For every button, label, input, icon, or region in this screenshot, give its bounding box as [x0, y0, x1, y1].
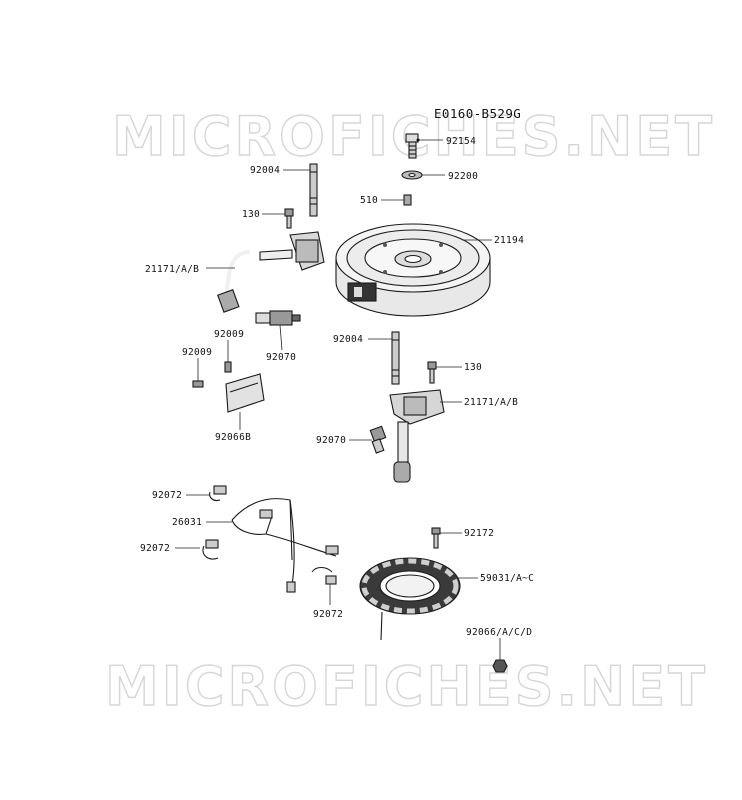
cover-screw-b[interactable]: [192, 380, 204, 388]
label-130-left: 130: [242, 209, 260, 220]
label-59031: 59031/A~C: [480, 573, 534, 584]
ignition-coil-stud-right[interactable]: [391, 331, 400, 385]
flywheel-washer[interactable]: [401, 170, 423, 180]
label-21171-right: 21171/A/B: [464, 397, 518, 408]
label-92066-acd: 92066/A/C/D: [466, 627, 532, 638]
label-92072-a: 92072: [152, 490, 182, 501]
label-92072-c: 92072: [313, 609, 343, 620]
diagram-reference-code: E0160-B529G: [434, 106, 521, 121]
label-21194: 21194: [494, 235, 524, 246]
label-21171-left: 21171/A/B: [145, 264, 199, 275]
label-92004-mid: 92004: [333, 334, 363, 345]
spark-plug-left[interactable]: [255, 310, 301, 326]
cover-screw-a[interactable]: [224, 361, 232, 373]
label-92072-b: 92072: [140, 543, 170, 554]
label-92070-right: 92070: [316, 435, 346, 446]
wire-clamp-a[interactable]: [209, 485, 227, 502]
stator[interactable]: [359, 557, 461, 641]
label-26031: 26031: [172, 517, 202, 528]
stator-nut[interactable]: [492, 659, 508, 673]
flywheel-bolt[interactable]: [405, 133, 419, 159]
label-510: 510: [360, 195, 378, 206]
label-92009-b: 92009: [182, 347, 212, 358]
wiring-harness[interactable]: [231, 498, 339, 593]
label-92009-a: 92009: [214, 329, 244, 340]
ignition-coil-bolt-right[interactable]: [427, 361, 437, 384]
flywheel[interactable]: [335, 223, 491, 317]
label-92154: 92154: [446, 136, 476, 147]
label-92004-top: 92004: [250, 165, 280, 176]
label-92172: 92172: [464, 528, 494, 539]
ignition-coil-left[interactable]: [217, 231, 325, 313]
ignition-coil-right[interactable]: [389, 389, 445, 483]
label-92070-left: 92070: [266, 352, 296, 363]
cover-plate[interactable]: [225, 373, 265, 413]
flywheel-key[interactable]: [403, 194, 412, 206]
watermark-bottom: MICROFICHES.NET: [105, 655, 708, 718]
ignition-coil-bolt-left[interactable]: [284, 208, 294, 229]
label-92200: 92200: [448, 171, 478, 182]
label-130-right: 130: [464, 362, 482, 373]
wire-clamp-c[interactable]: [311, 566, 337, 585]
ignition-coil-stud-left[interactable]: [309, 163, 318, 217]
wire-clamp-b[interactable]: [202, 539, 219, 560]
stator-screw[interactable]: [431, 527, 441, 549]
spark-plug-right[interactable]: [369, 425, 387, 454]
label-92066b: 92066B: [215, 432, 251, 443]
